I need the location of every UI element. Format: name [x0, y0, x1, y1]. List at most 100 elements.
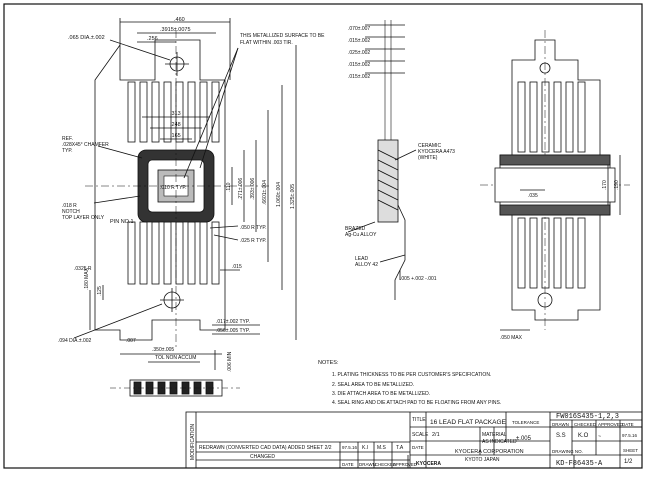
r-035: .035	[528, 193, 538, 199]
chamfer-line2: .028X45° CHAMFER	[62, 142, 109, 148]
change-by: K.I	[362, 445, 368, 451]
note-4: 4. SEAL RING AND DIE ATTACH PAD TO BE FL…	[332, 400, 501, 406]
checked-label: CHECKED	[574, 422, 597, 427]
dim-125: .125	[97, 286, 103, 296]
date-value: 97.5.16	[622, 433, 638, 438]
tolerance-label: TOLERANCE	[512, 420, 539, 425]
dim-094-dia: .094 DIA.±.002	[58, 338, 92, 344]
side-view-strip	[110, 379, 240, 397]
dim-313: .313	[170, 111, 181, 117]
dim-350: .350±.005	[152, 347, 174, 353]
dim-top-width: .460	[174, 17, 185, 23]
dim-0325: .0325 R	[74, 266, 92, 272]
checked-header: CHECKED	[375, 462, 396, 467]
change-appr: T.A	[396, 445, 404, 451]
brazed-l2: Ag-Cu ALLOY	[345, 232, 377, 238]
flat-note-2: FLAT WITHIN .003 TIR.	[240, 40, 293, 46]
ceramic-l1: CERAMIC	[418, 143, 441, 149]
dim-r025: .025 R TYP.	[240, 238, 267, 244]
change-date: 97.5.16	[342, 445, 358, 450]
notch-line1: .018 R	[62, 203, 77, 209]
dim-hole-spacing: .3915±.0075	[160, 27, 191, 33]
drawn-value: S.S	[556, 433, 566, 439]
drawing-no-label: DRAWING NO.	[552, 449, 583, 454]
v-1325: 1.325±.005	[290, 184, 296, 209]
approved-label: APPROVED	[598, 422, 624, 427]
lead-l1: LEAD	[355, 256, 368, 262]
s-015b: .015±.002	[348, 62, 370, 68]
drawing-number: KD-F86435-A	[556, 460, 603, 468]
section-view	[347, 20, 417, 300]
notes: NOTES: 1. PLATING THICKNESS TO BE PER CU…	[318, 360, 501, 406]
s-025: .025±.002	[348, 50, 370, 56]
flat-note-1: THIS METALLIZED SURFACE TO BE	[240, 33, 325, 39]
dim-hole-dia: .065 DIA.±.002	[68, 35, 105, 41]
note-1: 1. PLATING THICKNESS TO BE PER CUSTOMER'…	[332, 372, 491, 378]
sheet-value: 1/2	[624, 459, 633, 465]
dim-165: .165	[170, 133, 181, 139]
tol-non-accum: TOL NON ACCUM	[155, 355, 196, 361]
tolerance-value: ±.005	[516, 436, 532, 442]
notes-title: NOTES:	[318, 360, 339, 366]
dim-017: .017±.002 TYP.	[216, 319, 250, 325]
drawn-label: DRAWN	[552, 422, 569, 427]
changed-label: CHANGED	[250, 454, 275, 460]
bottom-leads	[127, 221, 220, 285]
dim-max-180: .180 MAX	[84, 267, 90, 290]
scale-label: SCALE	[412, 432, 429, 438]
dim-inner-radius: .010 R TYP.	[160, 185, 187, 191]
material-value: AS INDICATED	[482, 439, 517, 445]
title-text: 16 LEAD FLAT PACKAGE	[430, 419, 507, 426]
checked-value: K.O	[578, 433, 589, 439]
r-170: .170	[602, 180, 608, 190]
dim-248: .248	[170, 122, 181, 128]
s-015a: .015±.002	[348, 38, 370, 44]
change-row: REDRAWN (CONVERTED CAD DATA) ADDED SHEET…	[199, 445, 332, 451]
modification-label: MODIFICATION	[190, 424, 196, 460]
r-190: .190	[614, 180, 620, 190]
v-1060: 1.060±.004	[276, 182, 282, 207]
v-110: .110	[226, 182, 232, 192]
s-070: .070±.007	[348, 26, 370, 32]
chamfer-line1: REF.	[62, 136, 73, 142]
brazed-l1: BRAZED	[345, 226, 366, 232]
material-label: MATERIAL	[482, 432, 507, 438]
top-view	[73, 18, 297, 370]
dim-050-typ: .050±.005 TYP.	[216, 328, 250, 334]
r-050max: .050 MAX	[500, 335, 523, 341]
company-name: KYOCERA CORPORATION	[455, 449, 524, 455]
company-location: KYOTO JAPAN	[465, 457, 500, 463]
date-header: DATE	[342, 462, 354, 467]
top-leads	[127, 81, 220, 143]
s-015c: .015±.002	[348, 74, 370, 80]
part-number: FW016S435-1,2,3	[556, 413, 619, 421]
sheet-label: SHEET	[623, 448, 638, 453]
chamfer-line3: TYP.	[62, 148, 72, 154]
title-block	[185, 411, 643, 469]
ceramic-l2: KYOCERA A473	[418, 149, 455, 155]
dim-left-offset: .256	[147, 36, 158, 42]
ceramic-l3: (WHITE)	[418, 155, 438, 161]
lead-l2: ALLOY 42	[355, 262, 378, 268]
dim-015: .015	[232, 264, 242, 270]
s-005: .005 +.002 -.001	[400, 276, 437, 282]
title-block-text: MODIFICATION REDRAWN (CONVERTED CAD DATA…	[190, 413, 638, 468]
approved-header: APPROVED	[393, 462, 417, 467]
v-271: .271±.006	[238, 178, 244, 200]
pin1-label: PIN NO.1	[110, 219, 134, 225]
notch-line2: NOTCH	[62, 209, 80, 215]
kyocera-logo: KYOCERA	[416, 461, 441, 467]
dim-007: .007	[126, 338, 136, 344]
v-6601: .6601±.004	[262, 180, 268, 205]
bottom-view	[480, 30, 630, 331]
scale-value: 2/1	[432, 432, 440, 438]
date-label: DATE	[622, 422, 634, 427]
change-chk: M.S	[377, 445, 387, 451]
title-label: TITLE	[412, 417, 426, 423]
package-outline	[94, 39, 226, 341]
date-header-2: DATE	[412, 445, 424, 450]
notch-line3: TOP LAYER ONLY	[62, 215, 105, 221]
note-2: 2. SEAL AREA TO BE METALLIZED.	[332, 382, 414, 388]
